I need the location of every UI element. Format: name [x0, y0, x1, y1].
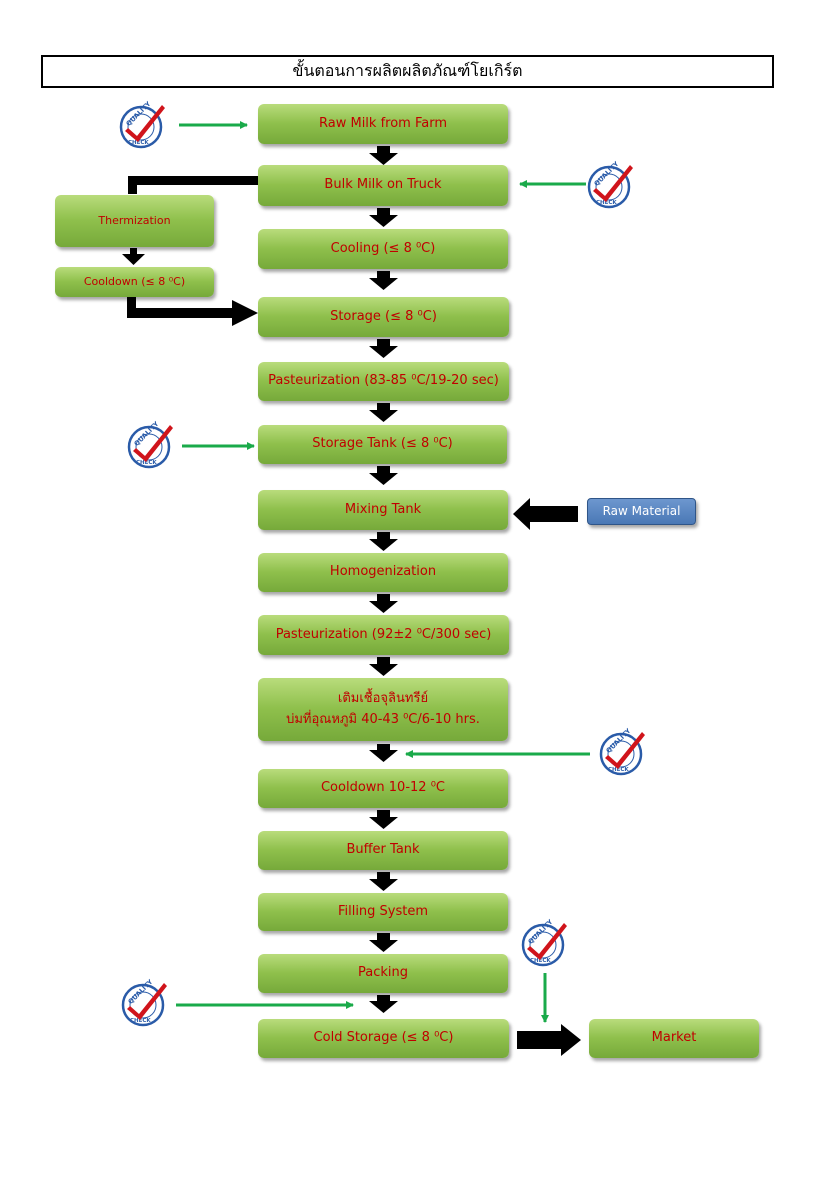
- svg-text:CHECK: CHECK: [596, 200, 617, 206]
- down-arrow-12: [369, 872, 398, 891]
- down-arrow-9: [369, 657, 398, 676]
- step-market: Market: [589, 1019, 759, 1058]
- inoculation-line-1: เติมเชื้อจุลินทรีย์: [337, 690, 429, 706]
- step-cooldown: Cooldown 10-12 ⁰C: [258, 769, 508, 808]
- step-storage: Storage (≤ 8 ⁰C): [258, 297, 509, 337]
- down-arrow-6: [369, 466, 398, 485]
- down-arrow-13: [369, 933, 398, 952]
- market-arrow: [517, 1024, 581, 1056]
- quality-check-arrows: [176, 121, 590, 1023]
- down-arrow-2: [369, 208, 398, 227]
- step-raw-milk: Raw Milk from Farm: [258, 104, 508, 144]
- down-arrow-1: [369, 146, 398, 165]
- down-arrow-3: [369, 271, 398, 290]
- step-pasteurization-2: Pasteurization (92±2 ⁰C/300 sec): [258, 615, 509, 655]
- step-packing: Packing: [258, 954, 508, 993]
- down-arrow-7: [369, 532, 398, 551]
- quality-check-icon: QUALITY CHECK: [119, 100, 165, 149]
- step-cooling: Cooling (≤ 8 ⁰C): [258, 229, 508, 269]
- down-arrow-8: [369, 594, 398, 613]
- step-bulk-milk: Bulk Milk on Truck: [258, 165, 508, 206]
- quality-check-icon: QUALITY CHECK: [599, 727, 645, 776]
- quality-check-icon: QUALITY CHECK: [521, 918, 567, 967]
- step-storage-tank: Storage Tank (≤ 8 ⁰C): [258, 425, 507, 464]
- svg-text:CHECK: CHECK: [128, 140, 149, 146]
- step-raw-material: Raw Material: [587, 498, 696, 525]
- step-cold-storage: Cold Storage (≤ 8 ⁰C): [258, 1019, 509, 1058]
- down-arrow-10: [369, 744, 398, 762]
- step-filling-system: Filling System: [258, 893, 508, 931]
- svg-text:CHECK: CHECK: [608, 767, 629, 773]
- step-buffer-tank: Buffer Tank: [258, 831, 508, 870]
- page-title: ขั้นตอนการผลิตผลิตภัณฑ์โยเกิร์ต: [41, 55, 774, 88]
- quality-check-icon: QUALITY CHECK: [127, 420, 173, 469]
- step-pasteurization-1: Pasteurization (83-85 ⁰C/19-20 sec): [258, 362, 509, 401]
- down-arrows: [369, 146, 398, 1013]
- step-side-cooldown: Cooldown (≤ 8 ⁰C): [55, 267, 214, 297]
- quality-check-icon: QUALITY CHECK: [121, 978, 167, 1027]
- thermization-branch: [122, 176, 258, 326]
- step-thermization: Thermization: [55, 195, 214, 247]
- step-homogenization: Homogenization: [258, 553, 508, 592]
- down-arrow-5: [369, 403, 398, 422]
- step-mixing-tank: Mixing Tank: [258, 490, 508, 530]
- inoculation-line-2: บ่มที่อุณหภูมิ 40-43 ⁰C/6-10 hrs.: [286, 711, 480, 727]
- svg-text:CHECK: CHECK: [530, 958, 551, 964]
- down-arrow-11: [369, 810, 398, 829]
- raw-material-arrow: [513, 498, 578, 530]
- down-arrow-14: [369, 995, 398, 1013]
- step-inoculation: เติมเชื้อจุลินทรีย์ บ่มที่อุณหภูมิ 40-43…: [258, 678, 508, 741]
- svg-text:CHECK: CHECK: [130, 1018, 151, 1024]
- quality-check-icon: QUALITY CHECK: [587, 160, 633, 209]
- svg-text:CHECK: CHECK: [136, 460, 157, 466]
- down-arrow-4: [369, 339, 398, 358]
